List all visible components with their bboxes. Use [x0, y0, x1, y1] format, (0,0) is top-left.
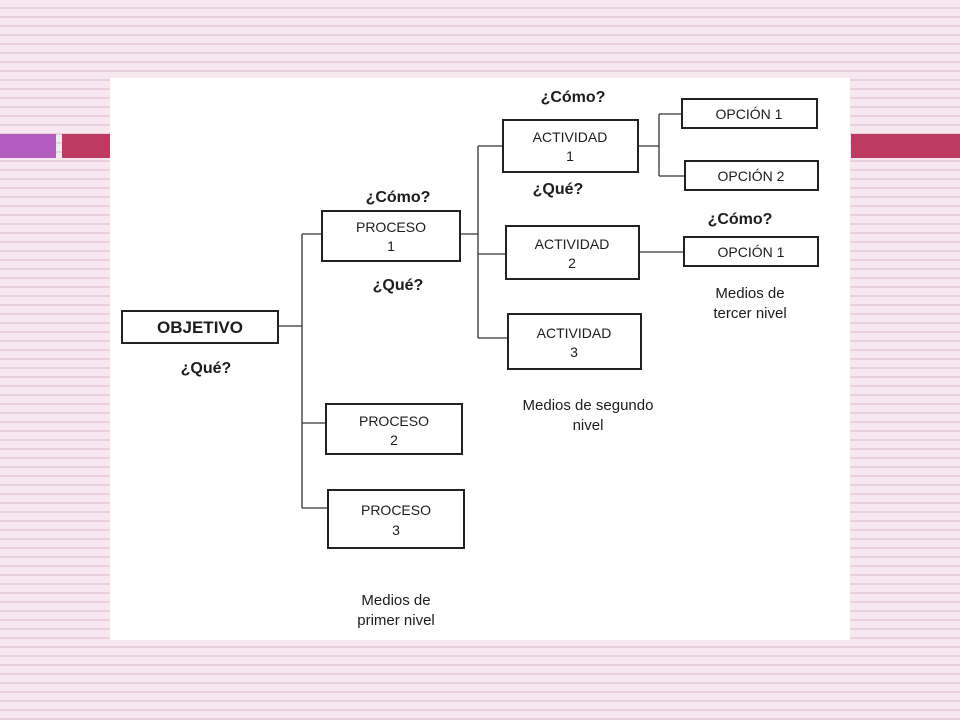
- hierarchy-diagram: OBJETIVO ¿Qué? ¿Cómo? ¿Qué? PROCESO 1 PR…: [121, 89, 819, 629]
- activity-2-option-label: OPCIÓN 1: [718, 244, 785, 260]
- activity-how-question: ¿Cómo?: [541, 89, 606, 106]
- second-level-line-1: Medios de segundo: [523, 397, 654, 414]
- process-what-question: ¿Qué?: [373, 277, 424, 294]
- activity-3-box: [507, 313, 642, 370]
- process-2-box: [325, 403, 463, 455]
- process-how-question: ¿Cómo?: [366, 189, 431, 206]
- process-2-label: PROCESO: [359, 413, 429, 429]
- first-level-line-1: Medios de: [361, 592, 430, 609]
- option-how-question: ¿Cómo?: [708, 211, 773, 228]
- process-1-number: 1: [387, 238, 395, 254]
- diagram-panel: OBJETIVO ¿Qué? ¿Cómo? ¿Qué? PROCESO 1 PR…: [110, 78, 850, 640]
- activity-3-label: ACTIVIDAD: [537, 325, 612, 341]
- accent-bar-red-right: [851, 134, 960, 158]
- option-1-label: OPCIÓN 1: [716, 106, 783, 122]
- activity-2-number: 2: [568, 255, 576, 271]
- objective-question: ¿Qué?: [181, 360, 232, 377]
- activity-2-box: [505, 225, 640, 280]
- accent-bar-red-left: [62, 134, 112, 158]
- activity-1-label: ACTIVIDAD: [533, 129, 608, 145]
- process-1-box: [321, 210, 461, 262]
- third-level-line-1: Medios de: [715, 285, 784, 302]
- activity-1-number: 1: [566, 148, 574, 164]
- third-level-line-2: tercer nivel: [713, 305, 786, 322]
- activity-2-option-box: [683, 236, 819, 267]
- objective-label: OBJETIVO: [157, 318, 243, 337]
- accent-bar-purple: [0, 134, 56, 158]
- activity-1-box: [502, 119, 639, 173]
- process-2-number: 2: [390, 432, 398, 448]
- activity-3-number: 3: [570, 344, 578, 360]
- objective-box: [121, 310, 279, 344]
- process-1-label: PROCESO: [356, 219, 426, 235]
- activity-what-question: ¿Qué?: [533, 181, 584, 198]
- process-3-label: PROCESO: [361, 502, 431, 518]
- first-level-line-2: primer nivel: [357, 612, 435, 629]
- option-2-box: [684, 160, 819, 191]
- connectors: [278, 113, 685, 509]
- activity-2-label: ACTIVIDAD: [535, 236, 610, 252]
- second-level-line-2: nivel: [573, 417, 604, 434]
- process-3-box: [327, 489, 465, 549]
- option-1-box: [681, 98, 818, 129]
- option-2-label: OPCIÓN 2: [718, 168, 785, 184]
- process-3-number: 3: [392, 522, 400, 538]
